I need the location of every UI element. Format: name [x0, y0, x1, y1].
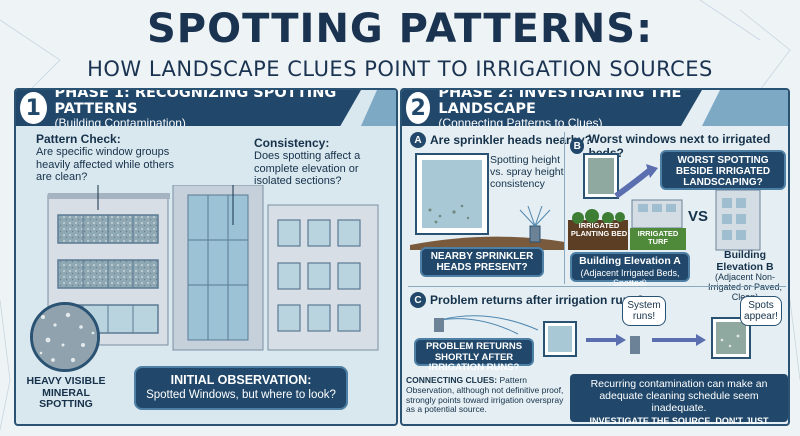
- elevation-b-label: Building Elevation B (Adjacent Non-Irrig…: [702, 249, 788, 303]
- phase1-panel: 1 PHASE 1: RECOGNIZING SPOTTING PATTERNS…: [14, 88, 398, 426]
- consistency-title: Consistency:: [254, 136, 330, 150]
- problem-returns-callout: PROBLEM RETURNS SHORTLY AFTER IRRIGATION…: [414, 338, 534, 373]
- phase2-title: PHASE 2: INVESTIGATING THE LANDSCAPE: [438, 88, 682, 117]
- elevation-a-title: Building Elevation A: [579, 255, 681, 267]
- elevation-b-title: Building Elevation B: [716, 249, 774, 273]
- phase1-number: 1: [20, 92, 47, 124]
- initial-observation-text: Spotted Windows, but where to look?: [146, 389, 336, 401]
- spray-height-note: Spotting height vs. spray height consist…: [490, 154, 564, 191]
- section-divider-vertical: [564, 132, 565, 284]
- nearby-sprinkler-callout: NEARBY SPRINKLER HEADS PRESENT?: [420, 247, 544, 277]
- section-a-heading: A Are sprinkler heads nearby?: [410, 132, 592, 148]
- section-c-letter: C: [410, 292, 426, 308]
- phase2-header: 2 PHASE 2: INVESTIGATING THE LANDSCAPE (…: [402, 90, 702, 126]
- page-title: SPOTTING PATTERNS:: [146, 6, 654, 52]
- pattern-check-text: Are specific window groups heavily affec…: [36, 146, 174, 184]
- initial-observation-box: INITIAL OBSERVATION: Spotted Windows, bu…: [134, 366, 348, 410]
- initial-observation-title: INITIAL OBSERVATION:: [170, 373, 312, 387]
- elevation-a-note: (Adjacent Irrigated Beds, Spotted): [580, 267, 680, 288]
- phase2-panel: 2 PHASE 2: INVESTIGATING THE LANDSCAPE (…: [400, 88, 790, 426]
- phase1-header: 1 PHASE 1: RECOGNIZING SPOTTING PATTERNS…: [16, 90, 361, 126]
- consistency-note: Consistency: Does spotting affect a comp…: [254, 136, 394, 188]
- phase2-subtitle: (Connecting Patterns to Clues): [438, 115, 603, 130]
- worst-spotting-callout: WORST SPOTTING BESIDE IRRIGATED LANDSCAP…: [660, 150, 786, 190]
- phase1-subtitle: (Building Contamination): [54, 115, 186, 130]
- spots-appear-bubble: Spots appear!: [740, 296, 782, 326]
- office-building-illustration: [47, 185, 379, 351]
- irrigation-timeline-illustration: [434, 315, 751, 359]
- sprinkler-window-illustration: [410, 153, 565, 250]
- elevation-comparison-illustration: [568, 153, 761, 251]
- section-divider-horizontal: [408, 286, 786, 287]
- elevation-a-label: Building Elevation A (Adjacent Irrigated…: [570, 252, 690, 288]
- irrigated-turf-label: IRRIGATED TURF: [637, 229, 679, 246]
- pattern-check-title: Pattern Check:: [36, 132, 121, 146]
- phase1-header-accent: [361, 90, 396, 126]
- mineral-spotting-label: HEAVY VISIBLE MINERAL SPOTTING: [26, 375, 106, 411]
- phase1-title: PHASE 1: RECOGNIZING SPOTTING PATTERNS: [54, 88, 337, 117]
- section-b-letter: B: [570, 138, 585, 154]
- section-a-question: Are sprinkler heads nearby?: [430, 133, 593, 147]
- recurring-contamination-text: Recurring contamination can make an adeq…: [590, 378, 768, 415]
- investigate-source-cta: INVESTIGATE THE SOURCE, DON'T JUST INCRE…: [589, 416, 769, 426]
- consistency-text: Does spotting affect a complete elevatio…: [254, 150, 361, 188]
- section-a-letter: A: [410, 132, 426, 148]
- page-subtitle: HOW LANDSCAPE CLUES POINT TO IRRIGATION …: [87, 57, 713, 81]
- phase2-header-accent: [702, 90, 788, 126]
- section-c-heading: C Problem returns after irrigation runs?: [410, 292, 644, 308]
- connecting-clues-title: CONNECTING CLUES:: [406, 375, 498, 385]
- system-runs-bubble: System runs!: [622, 296, 666, 326]
- irrigated-bed-label: IRRIGATED PLANTING BED: [570, 221, 628, 238]
- section-c-question: Problem returns after irrigation runs?: [430, 293, 645, 307]
- recurring-contamination-box: Recurring contamination can make an adeq…: [570, 374, 788, 424]
- phase2-number: 2: [406, 92, 431, 124]
- pattern-check-note: Pattern Check: Are specific window group…: [36, 132, 186, 184]
- vs-label: VS: [688, 208, 709, 225]
- connecting-clues-note: CONNECTING CLUES: Pattern Observation, a…: [406, 375, 566, 415]
- mineral-spotting-zoom: [30, 302, 100, 372]
- connecting-clues-text: Pattern Observation, although not defini…: [406, 375, 564, 415]
